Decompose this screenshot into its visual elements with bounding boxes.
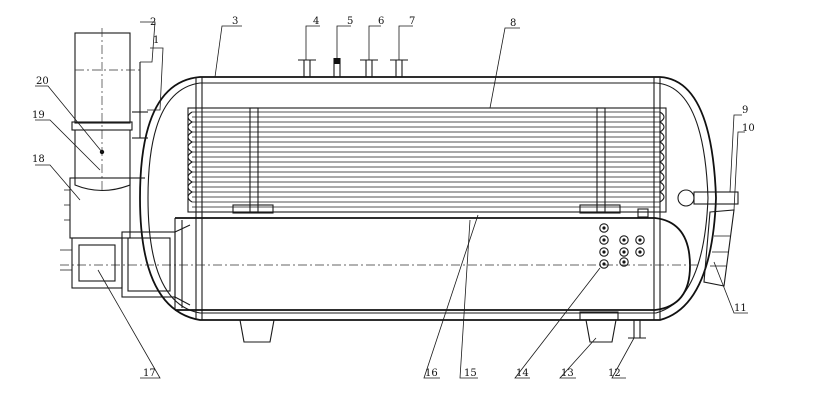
label-18: 18 — [32, 154, 45, 165]
flue-stack — [60, 28, 148, 271]
label-14: 14 — [516, 368, 529, 379]
label-9: 9 — [742, 105, 748, 116]
valve-fitting — [599, 235, 609, 245]
label-5: 5 — [347, 16, 353, 27]
furnace-drum — [60, 217, 700, 311]
leader-lines — [35, 21, 748, 379]
side-nozzles — [628, 189, 739, 339]
label-2: 2 — [150, 17, 156, 28]
valve-fitting — [619, 257, 629, 267]
label-16: 16 — [425, 368, 438, 379]
valve-core — [602, 238, 606, 242]
valve-core — [602, 226, 606, 230]
label-4: 4 — [313, 16, 319, 27]
valve-core — [638, 250, 642, 254]
valve-fitting — [635, 235, 645, 245]
callout-labels: 1 2 3 4 5 6 7 8 9 10 11 12 13 14 15 16 1… — [32, 16, 755, 379]
label-10: 10 — [742, 123, 755, 134]
tube-bundle — [187, 107, 667, 218]
label-17: 17 — [143, 368, 156, 379]
support-feet — [239, 311, 619, 343]
valve-cluster — [599, 223, 645, 269]
valve-fitting — [599, 259, 609, 269]
label-1: 1 — [153, 35, 159, 46]
label-8: 8 — [510, 18, 516, 29]
valve-fitting — [599, 247, 609, 257]
valve-core — [622, 260, 626, 264]
label-6: 6 — [378, 16, 384, 27]
label-3: 3 — [232, 16, 238, 27]
label-13: 13 — [561, 368, 574, 379]
top-nozzles — [298, 58, 408, 77]
valve-core — [622, 250, 626, 254]
valve-core — [622, 238, 626, 242]
upper-shell — [139, 76, 717, 321]
valve-core — [638, 238, 642, 242]
valve-fitting — [635, 247, 645, 257]
valve-fitting — [619, 235, 629, 245]
label-7: 7 — [409, 16, 415, 27]
label-19: 19 — [32, 110, 45, 121]
label-12: 12 — [608, 368, 621, 379]
valve-fitting — [619, 247, 629, 257]
label-15: 15 — [464, 368, 477, 379]
valve-fitting — [599, 223, 609, 233]
label-20: 20 — [36, 76, 49, 87]
valve-core — [602, 262, 606, 266]
valve-core — [602, 250, 606, 254]
label-11: 11 — [734, 303, 747, 314]
